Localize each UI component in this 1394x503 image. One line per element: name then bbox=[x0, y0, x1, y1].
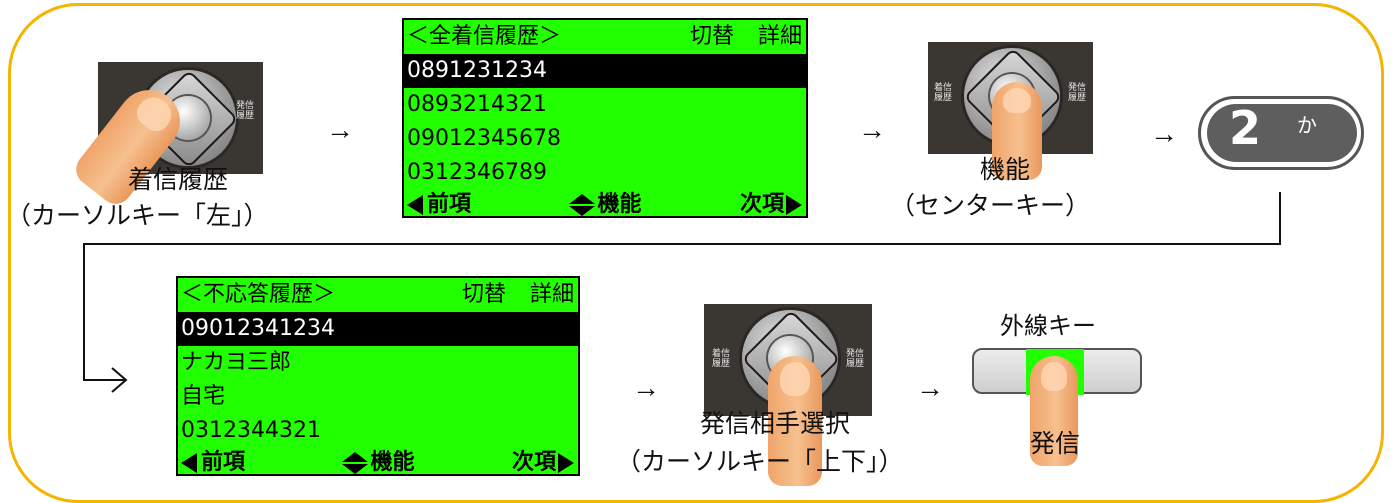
step6-caption-line1: 発信相手選択 bbox=[700, 410, 851, 438]
lcd-func-label: 機能 bbox=[597, 192, 642, 217]
lcd-row: 09012345678 bbox=[407, 126, 561, 151]
left-triangle-icon bbox=[181, 453, 197, 473]
flow-arrow: → bbox=[632, 372, 660, 403]
up-down-icon bbox=[342, 452, 369, 474]
lcd-footer: 前項 機能 次項 bbox=[404, 190, 806, 217]
line-key-title: 外線キー bbox=[1000, 313, 1096, 340]
step3-caption-line2: （センターキー） bbox=[890, 192, 1091, 220]
lcd-screen-all-incoming: ＜全着信履歴＞ 切替 詳細 0891231234 0893214321 0901… bbox=[402, 18, 808, 218]
lcd-next-label: 次項 bbox=[511, 450, 556, 475]
finger-icon bbox=[768, 356, 822, 486]
lcd-row: ナカヨ三郎 bbox=[181, 350, 292, 375]
finger-icon bbox=[1030, 356, 1078, 466]
lcd-switch-label: 切替 bbox=[689, 24, 734, 49]
lcd-header: ＜不応答履歴＞ 切替 詳細 bbox=[178, 278, 578, 312]
step6-caption-line2: （カーソルキー「上下」） bbox=[616, 448, 904, 476]
lcd-prev-label: 前項 bbox=[201, 450, 246, 475]
lcd-func-label: 機能 bbox=[370, 450, 415, 475]
step1-caption-line2: （カーソルキー「左」） bbox=[6, 202, 269, 230]
lcd-row-selected: 09012341234 bbox=[178, 312, 578, 346]
flow-arrow: → bbox=[858, 114, 886, 145]
lcd-row: 自宅 bbox=[181, 384, 226, 409]
flow-arrow: → bbox=[1150, 118, 1178, 149]
lcd-row: 0312346789 bbox=[407, 160, 547, 185]
pad-right-label: 発信履歴 bbox=[1067, 82, 1086, 102]
dial-key-digit: 2 bbox=[1229, 101, 1262, 155]
finger-icon bbox=[992, 82, 1042, 180]
lcd-row: 0893214321 bbox=[407, 92, 547, 117]
left-triangle-icon bbox=[407, 195, 423, 215]
lcd-footer: 前項 機能 次項 bbox=[178, 448, 578, 475]
lcd-switch-label: 切替 bbox=[461, 282, 506, 307]
right-triangle-icon bbox=[785, 195, 802, 215]
right-triangle-icon bbox=[557, 453, 574, 473]
step1-caption-line1: 着信履歴 bbox=[128, 166, 229, 194]
flow-arrow: → bbox=[916, 372, 944, 403]
lcd-screen-missed-calls: ＜不応答履歴＞ 切替 詳細 09012341234 ナカヨ三郎 自宅 03123… bbox=[176, 276, 580, 476]
pad-left-label: 着信履歴 bbox=[933, 82, 952, 102]
lcd-title: ＜不応答履歴＞ bbox=[181, 282, 336, 307]
lcd-title: ＜全着信履歴＞ bbox=[407, 24, 562, 49]
lcd-prev-label: 前項 bbox=[427, 192, 472, 217]
lcd-next-label: 次項 bbox=[739, 192, 784, 217]
pad-left-label: 着信履歴 bbox=[711, 348, 730, 368]
dial-key-2: 2 か bbox=[1198, 96, 1364, 170]
lcd-detail-label: 詳細 bbox=[757, 24, 802, 49]
step3-caption-line1: 機能 bbox=[980, 156, 1031, 184]
lcd-header: ＜全着信履歴＞ 切替 詳細 bbox=[404, 20, 806, 54]
flow-connector bbox=[83, 192, 1281, 393]
lcd-row: 0312344321 bbox=[181, 418, 321, 443]
pad-right-label: 発信履歴 bbox=[845, 348, 864, 368]
pad-right-label: 発信履歴 bbox=[235, 100, 254, 120]
line-key-caption: 発信 bbox=[1030, 430, 1081, 458]
lcd-row-selected: 0891231234 bbox=[404, 54, 806, 88]
flow-arrow: → bbox=[326, 114, 354, 145]
dial-key-kana: か bbox=[1297, 115, 1317, 137]
up-down-icon bbox=[569, 194, 596, 216]
lcd-detail-label: 詳細 bbox=[529, 282, 574, 307]
